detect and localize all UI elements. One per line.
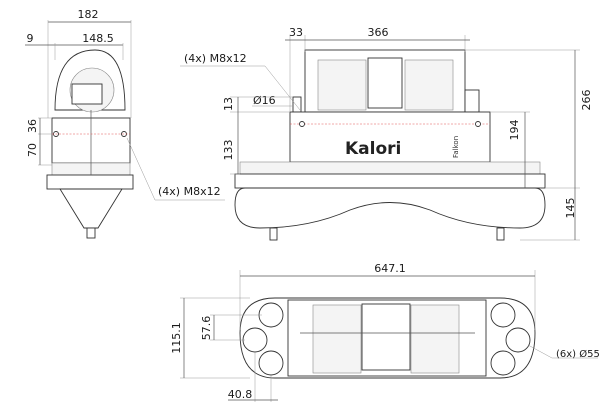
dim-side-offset: 9 [27,32,34,45]
dim-top-length: 647.1 [374,262,406,275]
front-view: Kalori Falkon 33 366 (4x) M8x12 Ø16 13 1… [180,26,593,241]
dim-side-width-total: 182 [78,8,99,21]
dim-pipe-diameter: Ø16 [253,94,276,107]
dim-body-height: 133 [222,140,235,161]
dim-upper-height: 194 [508,120,521,141]
dim-pipe-height: 13 [222,97,235,111]
dim-hole-offset: 40.8 [228,388,253,401]
drain-tray [234,187,546,229]
model-name: Falkon [452,136,460,158]
motor-unit [367,57,403,109]
brand-logo: Kalori [345,139,401,159]
filter-strip [239,161,541,175]
dim-total-height: 266 [580,90,593,111]
side-drain-pipe [86,227,96,239]
top-view: 647.1 115.1 57.6 40.8 (6x) Ø55 [170,262,600,402]
dim-top-width: 115.1 [170,322,183,354]
side-base [46,174,134,190]
side-drain-tray [59,188,123,229]
dim-side-height-lower: 70 [26,143,39,157]
top-motor [361,303,411,371]
front-base [234,173,546,189]
front-bolt-label: (4x) M8x12 [184,52,247,65]
dim-hole-spacing: 57.6 [200,316,213,341]
side-view: 182 9 148.5 36 70 (4x) M8x12 [25,8,225,239]
front-body [289,111,491,163]
dim-front-width: 366 [368,26,389,39]
dim-side-height-upper: 36 [26,119,39,133]
side-bolt-label: (4x) M8x12 [158,185,221,198]
dim-tray-height: 145 [564,198,577,219]
dim-side-width-inner: 148.5 [82,32,114,45]
motor-box [71,83,103,105]
hole-label: (6x) Ø55 [556,348,600,360]
dim-front-offset: 33 [289,26,303,39]
